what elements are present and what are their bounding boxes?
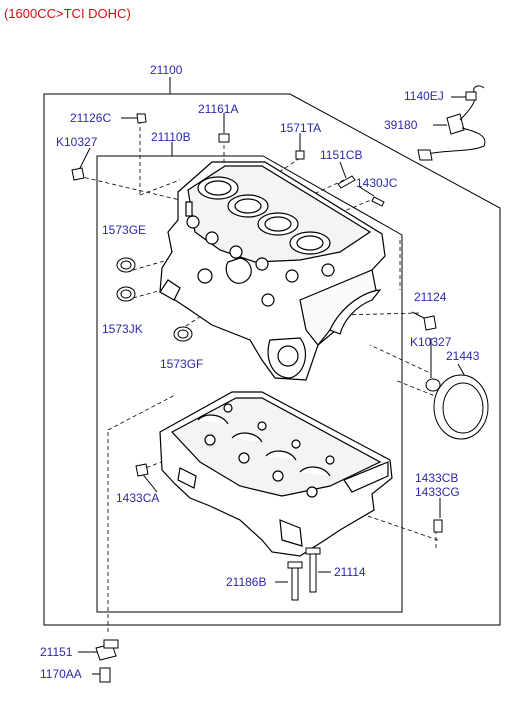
part-label-21126C[interactable]: 21126C [70,111,112,125]
dowel-1433CB [433,519,443,533]
part-label-1430JC[interactable]: 1430JC [356,176,398,190]
plug-K10327-top [71,167,85,181]
part-label-1433CA[interactable]: 1433CA [116,491,160,505]
part-label-1573JK[interactable]: 1573JK [102,322,143,336]
block-outline-21110B [96,155,403,613]
plug-21124 [423,315,437,331]
lower-crankcase-drawing [159,391,393,557]
part-label-K10327-right[interactable]: K10327 [410,335,452,349]
part-label-1433CG[interactable]: 1433CG [415,485,460,499]
part-label-1573GF[interactable]: 1573GF [160,357,204,371]
part-label-1433CB[interactable]: 1433CB [415,471,459,485]
stud-1151CB [337,175,356,189]
cylinder-block-drawing [159,161,386,381]
part-label-1140EJ[interactable]: 1140EJ [404,89,444,103]
part-label-21161A[interactable]: 21161A [198,102,239,116]
bolt-21114 [309,551,317,593]
part-label-21443[interactable]: 21443 [446,349,480,363]
bolt-21186B [291,565,299,601]
part-label-1170AA[interactable]: 1170AA [40,667,82,681]
clip-1140EJ [465,91,477,101]
part-label-21114[interactable]: 21114 [334,565,366,579]
plug-21126C [136,113,147,124]
bolt-1433CA [135,463,149,477]
part-label-21124[interactable]: 21124 [414,290,447,304]
part-label-21100[interactable]: 21100 [150,63,183,77]
bolt-1170AA [99,667,111,683]
part-label-1573GE[interactable]: 1573GE [102,223,147,237]
assembly-outline-21100 [43,93,501,626]
dowel-21161A [218,133,230,143]
part-label-K10327-top[interactable]: K10327 [56,135,98,149]
pin-1430JC [371,196,385,207]
engine-spec-header: (1600CC>TCI DOHC) [4,6,131,21]
part-label-21110B[interactable]: 21110B [151,130,191,144]
sensor-39180 [446,113,465,135]
part-label-39180[interactable]: 39180 [384,118,418,132]
part-label-21186B[interactable]: 21186B [226,575,267,589]
plug-K10327-right [425,378,441,392]
part-label-21151[interactable]: 21151 [40,645,73,659]
part-label-1571TA[interactable]: 1571TA [280,121,322,135]
part-label-1151CB[interactable]: 1151CB [320,148,363,162]
pin-1571TA [295,150,305,160]
